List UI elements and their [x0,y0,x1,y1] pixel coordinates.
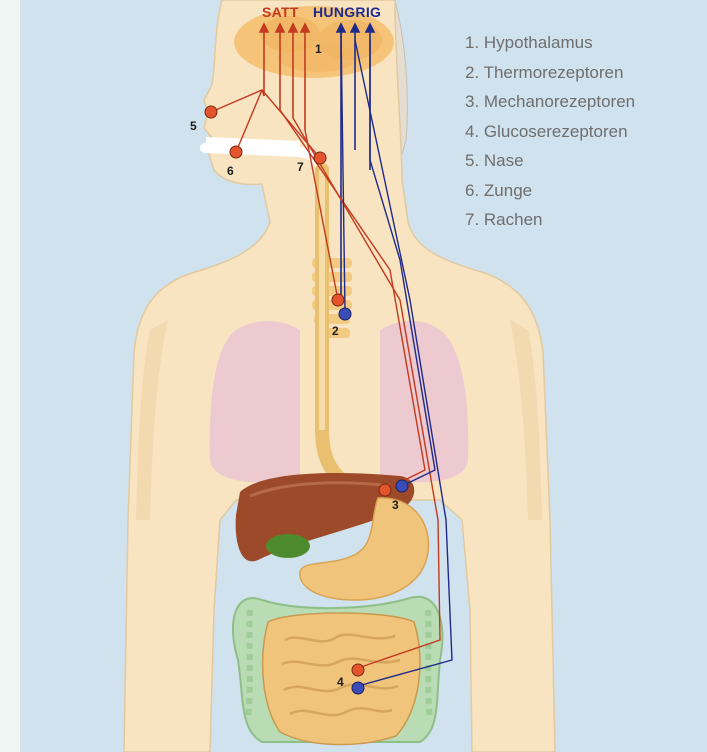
receptor-glucose-red [352,664,364,676]
marker-2: 2 [332,324,339,338]
legend-item: 7. Rachen [465,205,635,235]
hungrig-label: HUNGRIG [313,4,381,20]
legend-list: 1. Hypothalamus 2. Thermorezeptoren 3. M… [465,28,635,235]
receptor-thermo-red [332,294,344,306]
legend-item: 4. Glucoserezeptoren [465,117,635,147]
marker-6: 6 [227,164,234,178]
gallbladder [266,534,310,558]
legend-item: 1. Hypothalamus [465,28,635,58]
receptor-throat [314,152,326,164]
marker-4: 4 [337,675,344,689]
satt-label: SATT [262,4,299,20]
marker-7: 7 [297,160,304,174]
legend-item: 6. Zunge [465,176,635,206]
marker-5: 5 [190,119,197,133]
receptor-tongue [230,146,242,158]
receptor-glucose-blue [352,682,364,694]
marker-3: 3 [392,498,399,512]
receptor-nose [205,106,217,118]
marker-1: 1 [315,42,322,56]
receptor-mechano-red [379,484,391,496]
legend-item: 2. Thermorezeptoren [465,58,635,88]
receptor-thermo-blue [339,308,351,320]
receptor-mechano-blue [396,480,408,492]
legend-item: 3. Mechanorezeptoren [465,87,635,117]
legend-item: 5. Nase [465,146,635,176]
